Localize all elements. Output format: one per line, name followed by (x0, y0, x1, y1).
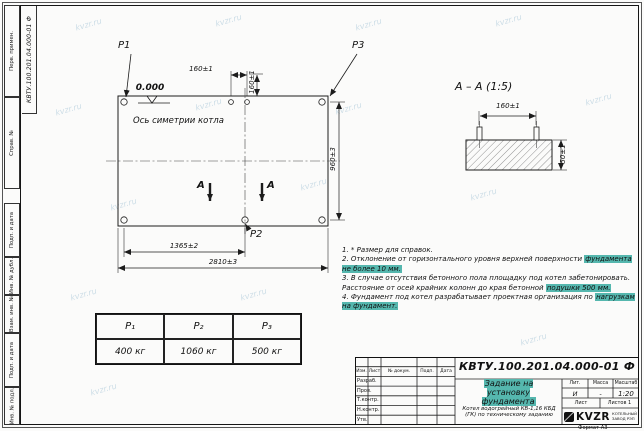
tb-doc-title-text: Задание на установку фундамента (481, 379, 536, 406)
stamp-field-label: Подп. и дата (9, 341, 15, 379)
section-view-title: А – А (1:5) (455, 80, 513, 93)
tb-col-data: Дата (440, 368, 452, 374)
kvzr-logo: KVZR КОТЕЛЬНЫЙ ЗАВОД РЭП (564, 409, 637, 424)
note-1: 1. * Размер для справок. (342, 246, 636, 255)
section-dim-width: 160±1 (496, 102, 520, 110)
tb-row-tkontr: Т.контр. (357, 397, 379, 404)
note-text: 2. Отклонение от горизонтального уровня … (342, 255, 585, 264)
stamp-field-perv-primen: Перв. примен. (4, 5, 20, 97)
format-label: Формат А3 (578, 424, 608, 431)
stamp-field-inv-podl: Инв. № подл. (4, 387, 20, 425)
kvzr-logo-text: KVZR (576, 410, 611, 423)
title-block-designation: КВТУ.100.201.04.000-01 Ф (458, 360, 636, 373)
note-text: 3. В случае отсутствия бетонного пола пл… (342, 274, 631, 292)
tb-row-prov: Пров. (357, 387, 372, 394)
note-text: 4. Фундамент под котел разрабатывает про… (342, 293, 596, 302)
corner-doc-code: КВТУ.100.201.04.000-01 Ф (22, 6, 37, 114)
tb-col-izm: Изм. (356, 368, 367, 374)
note-3: 3. В случае отсутствия бетонного пола пл… (342, 274, 636, 293)
tb-row-razrab: Разраб. (357, 378, 377, 384)
stamp-field-inv-dubl: Инв. № дубл. (4, 257, 20, 295)
tb-col-dokum: № докум. (387, 368, 411, 374)
load-point-label-p3: P3 (352, 40, 365, 51)
tb-sheet-label: Лист (574, 400, 588, 406)
load-table-header-p3: P₃ (232, 314, 301, 339)
stamp-field-label: Справ. № (9, 130, 15, 156)
tb-row-utv: Утв. (357, 416, 368, 423)
stamp-field-vzam-inv: Взам. инв. № (4, 295, 20, 333)
tb-sheets-cell: Листов 1 (600, 400, 639, 406)
load-table-value-p2: 1060 кг (164, 339, 233, 364)
stamp-field-podp-data-2: Подп. и дата (4, 333, 20, 387)
tb-scale-header: Масштаб (614, 380, 638, 386)
note-highlight: подушки 500 мм. (545, 283, 612, 292)
tb-sheets-value: 1 (628, 400, 632, 406)
symmetry-axis-label: Ось симетрии котла (133, 116, 224, 126)
tb-doc-title: Задание на установку фундамента (476, 379, 541, 406)
kvzr-logo-sub2: ЗАВОД РЭП (612, 415, 635, 421)
dim-top-horizontal: 160±1 (189, 65, 213, 73)
load-table-value-p3: 500 кг (232, 339, 301, 364)
section-letter-right: A (267, 180, 275, 191)
tb-mass-value: - (599, 390, 602, 398)
kvzr-logo-icon (564, 411, 575, 422)
kvzr-logo-sub1: КОТЕЛЬНЫЙ (612, 411, 637, 417)
tb-sheets-label: Листов (607, 400, 627, 406)
stamp-field-podp-data-1: Подп. и дата (4, 203, 20, 257)
tb-lit-header: Лит. (569, 380, 581, 386)
dim-bottom-inner: 1365±2 (169, 242, 199, 250)
dim-right-height: 960±3 (329, 147, 337, 171)
section-dim-height: 50±1 (559, 144, 567, 164)
elevation-value: 0.000 (135, 83, 165, 93)
drawing-frame (20, 5, 639, 425)
tb-col-podp: Подп. (420, 368, 434, 374)
load-point-label-p1: P1 (118, 40, 131, 51)
corner-doc-code-text: КВТУ.100.201.04.000-01 Ф (25, 16, 33, 103)
section-letter-left: A (197, 180, 205, 191)
dim-top-vertical: 160±1 (248, 70, 256, 94)
note-2: 2. Отклонение от горизонтального уровня … (342, 255, 636, 274)
load-table-value-p1: 400 кг (96, 339, 165, 364)
title-block (355, 357, 639, 425)
notes-block: 1. * Размер для справок. 2. Отклонение о… (342, 246, 636, 312)
load-table-header-p2: P₂ (164, 314, 233, 339)
load-point-label-p2: P2 (250, 229, 263, 240)
tb-mass-header: Масса (592, 380, 609, 386)
note-4: 4. Фундамент под котел разрабатывает про… (342, 293, 636, 312)
load-table: P₁ P₂ P₃ 400 кг 1060 кг 500 кг (95, 313, 302, 365)
stamp-field-label: Подп. и дата (9, 211, 15, 249)
tb-scale-value: 1:20 (618, 389, 634, 398)
load-table-header-p1: P₁ (96, 314, 165, 339)
tb-lit-value: И (572, 390, 578, 398)
stamp-field-label: Инв. № дубл. (9, 257, 15, 295)
stamp-field-label: Перв. примен. (9, 31, 16, 71)
tb-row-nkontr: Н.контр. (357, 407, 380, 414)
stamp-field-sprav: Справ. № (4, 97, 20, 189)
note-text: 1. * Размер для справок. (342, 246, 433, 254)
tb-product-name: Котел водогрейный КВ-1,16 КБД (ГК) по те… (462, 406, 556, 418)
stamp-field-label: Инв. № подл. (9, 387, 16, 425)
dim-bottom-outer: 2810±3 (208, 258, 238, 266)
tb-col-list: Лист (368, 368, 381, 374)
kvzr-logo-subtitle: КОТЕЛЬНЫЙ ЗАВОД РЭП (612, 411, 637, 421)
stamp-field-label: Взам. инв. № (9, 296, 15, 332)
